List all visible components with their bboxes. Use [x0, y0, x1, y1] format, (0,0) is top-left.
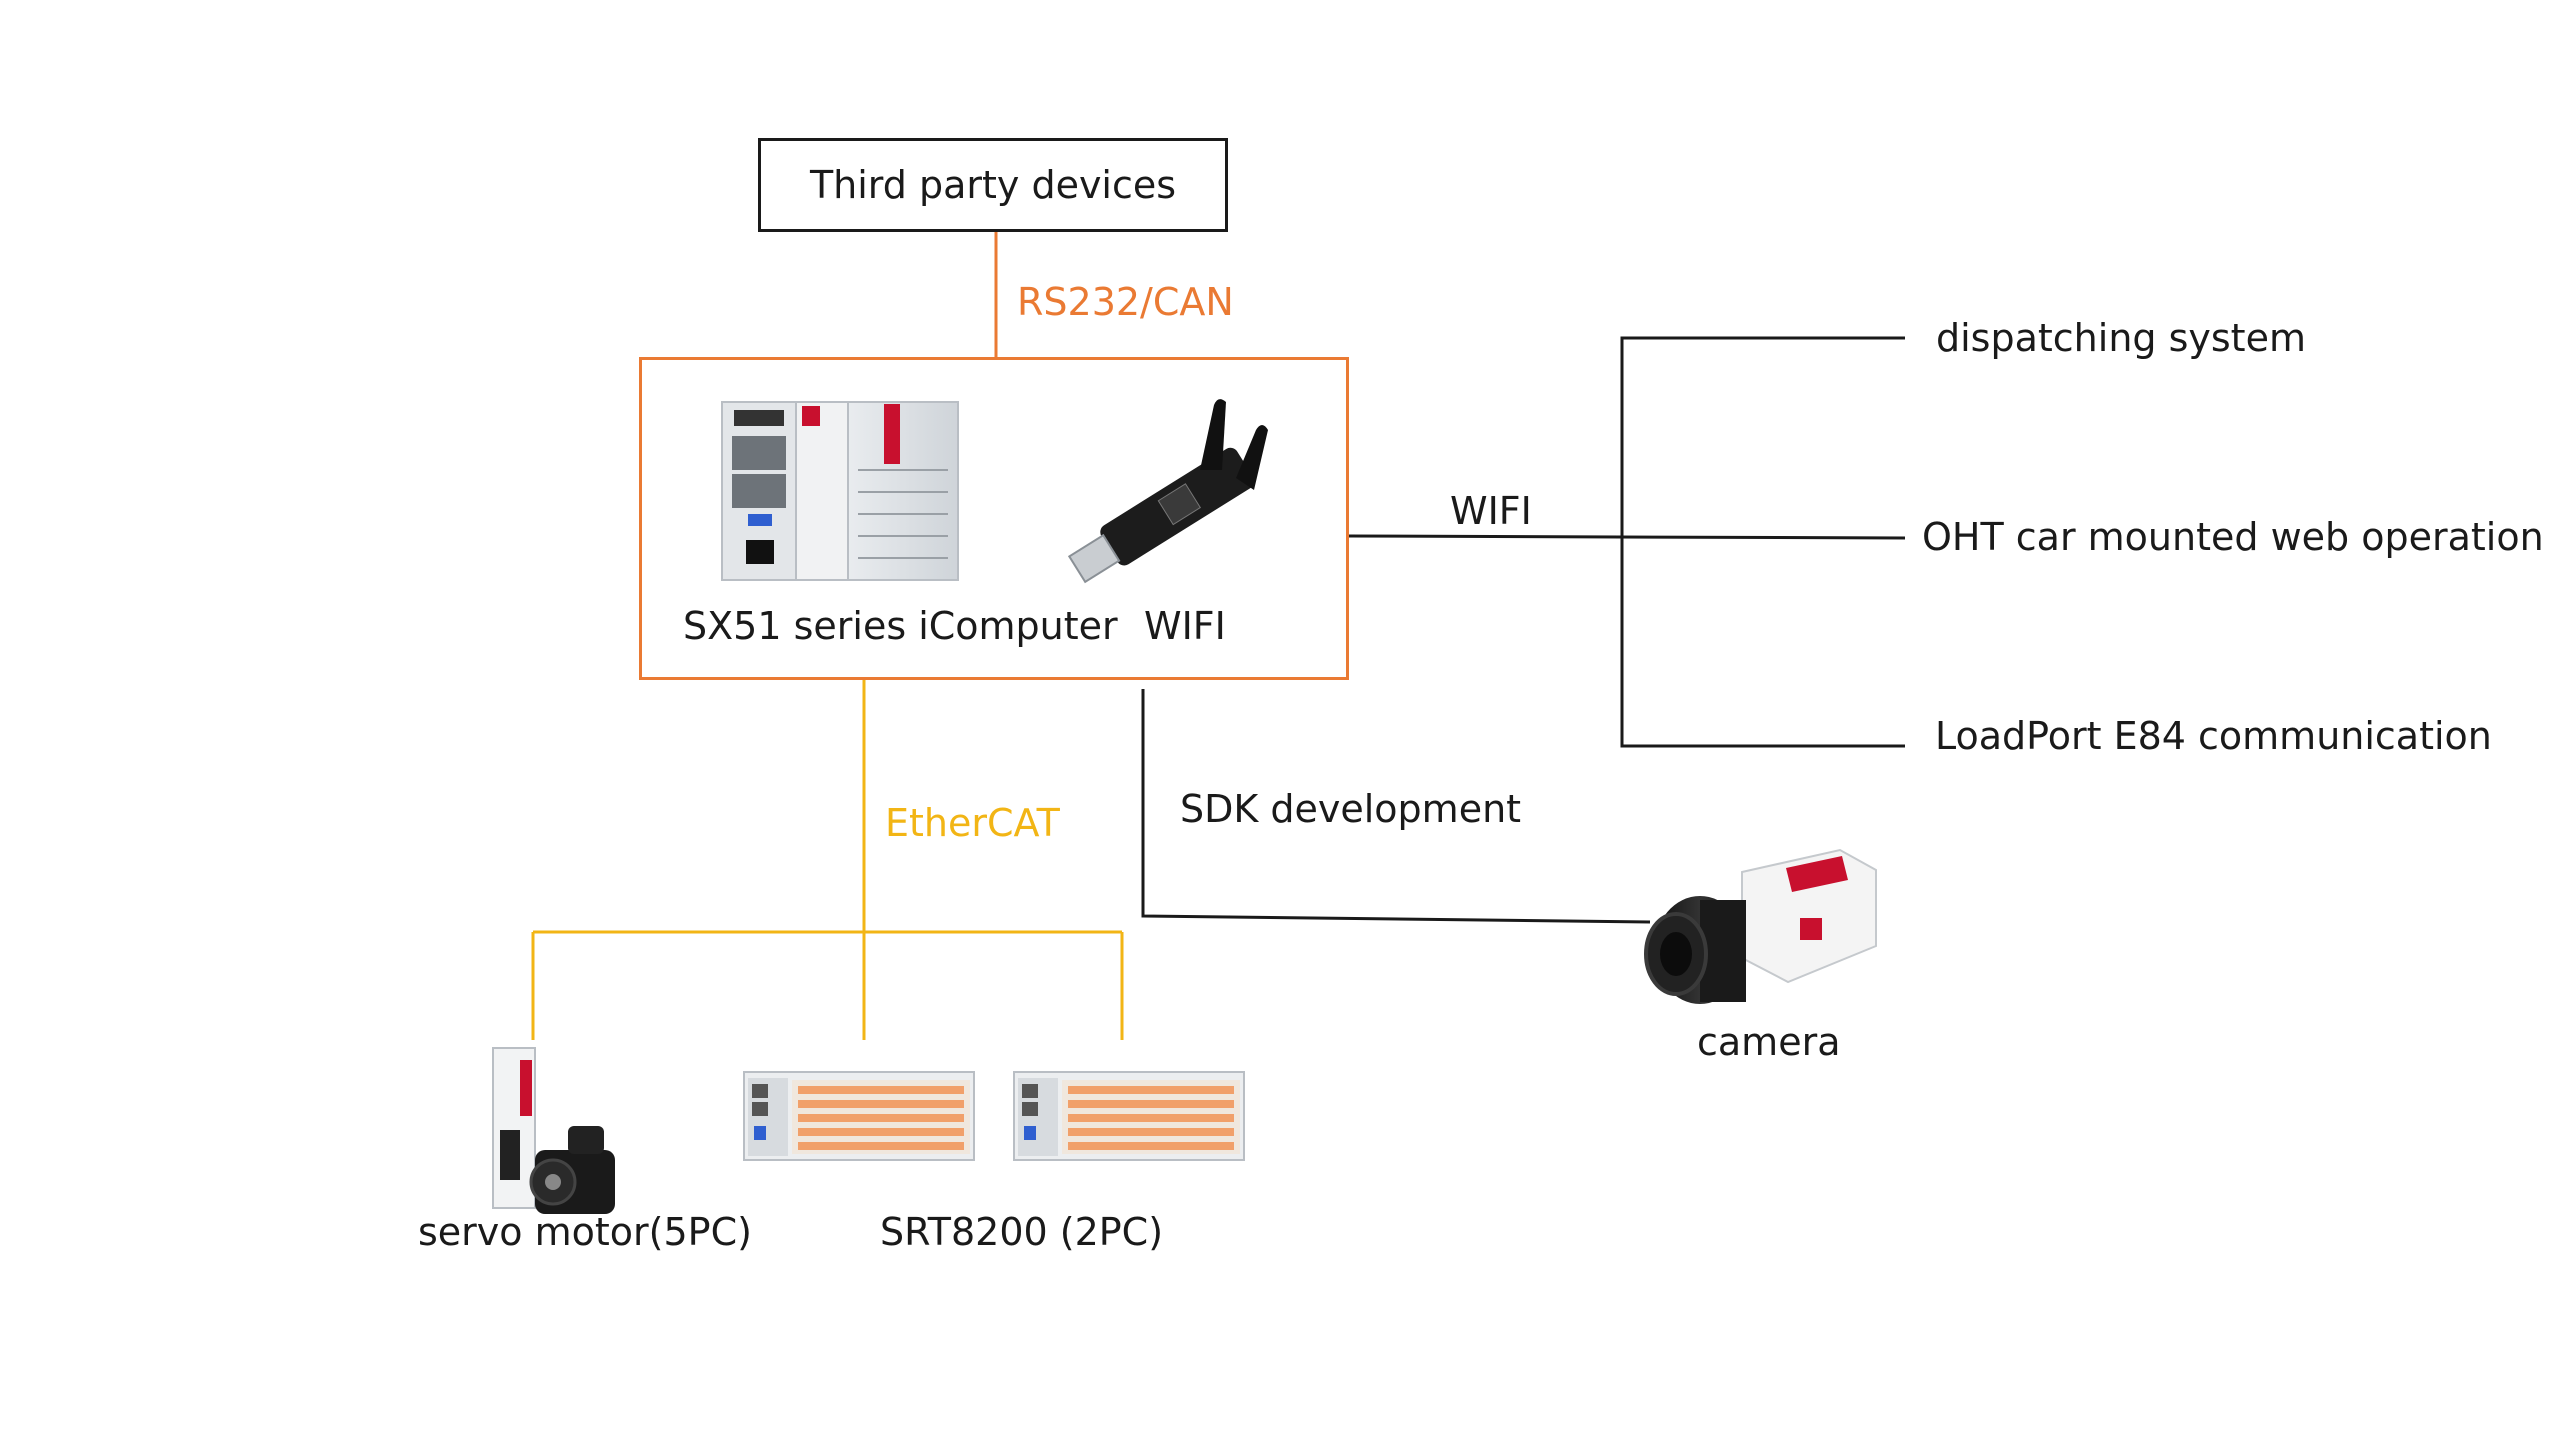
wifi-dongle-image — [1067, 399, 1268, 584]
rs232-can-label: RS232/CAN — [1017, 280, 1234, 324]
ethercat-bus — [531, 680, 1124, 1040]
sdk-link-line — [1141, 689, 1651, 924]
servo-motor-label: servo motor(5PC) — [418, 1210, 752, 1254]
servo-motor-image — [492, 1047, 615, 1214]
ethercat-label: EtherCAT — [885, 801, 1060, 845]
srt8200-image-2 — [1013, 1071, 1245, 1161]
srt8200-image-1 — [743, 1071, 975, 1161]
oht-web-operation-label: OHT car mounted web operation — [1922, 515, 2544, 559]
wifi-device-label: WIFI — [1144, 604, 1226, 648]
controller-box — [639, 357, 1349, 680]
third-party-devices-label: Third party devices — [809, 163, 1177, 207]
camera-image — [1644, 848, 1877, 1004]
loadport-e84-label: LoadPort E84 communication — [1935, 714, 2492, 758]
camera-label: camera — [1697, 1020, 1841, 1064]
srt8200-label: SRT8200 (2PC) — [880, 1210, 1164, 1254]
dispatching-system-label: dispatching system — [1936, 316, 2306, 360]
sdk-development-label: SDK development — [1180, 787, 1522, 831]
wifi-bracket-line — [1620, 336, 1905, 748]
wifi-links — [1348, 336, 1906, 748]
icomputer-label: SX51 series iComputer — [683, 604, 1118, 648]
wifi-trunk-line — [1348, 534, 1906, 540]
wifi-link-label: WIFI — [1450, 489, 1532, 533]
third-party-devices-box: Third party devices — [758, 138, 1228, 232]
icomputer-image — [721, 401, 959, 581]
